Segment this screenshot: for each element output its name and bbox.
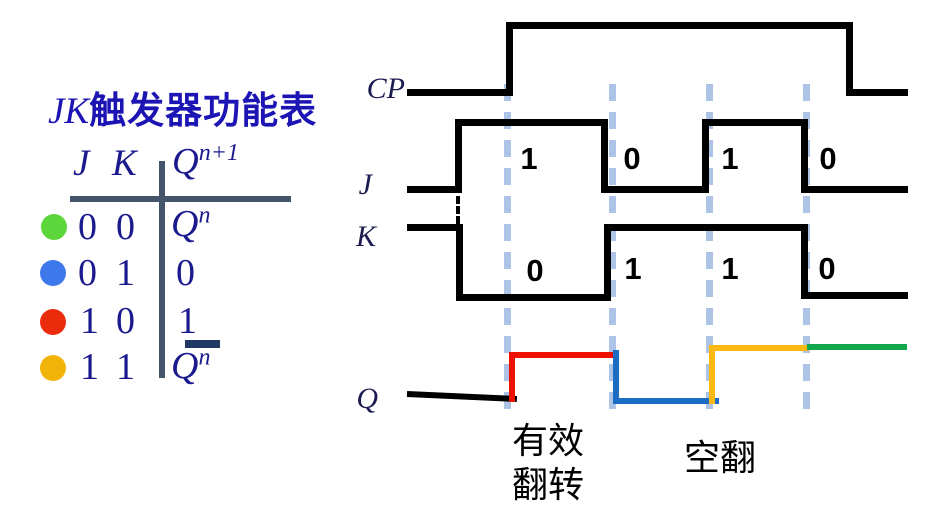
k-bit-3: 1 — [721, 251, 739, 286]
table-title: JK触发器功能表 — [48, 80, 317, 134]
edge-guide-1 — [504, 84, 511, 414]
q-set-rise — [509, 352, 515, 402]
k-bit-4: 0 — [818, 251, 836, 286]
row4-k: 1 — [116, 346, 135, 388]
k-fall2 — [801, 224, 808, 299]
j-bit-3: 1 — [721, 141, 739, 176]
edge-guide-3 — [706, 84, 713, 414]
k-low1 — [456, 294, 611, 301]
edge-guide-2 — [609, 84, 616, 414]
j-fall1 — [601, 119, 608, 193]
row4-toggle-dot — [40, 355, 66, 381]
j-high2 — [702, 119, 808, 126]
q-initial-black — [406, 391, 518, 402]
header-j: J — [73, 143, 90, 184]
table-title-cjk: 触发器功能表 — [89, 90, 318, 131]
header-k: K — [112, 143, 137, 184]
row3-result: 1 — [178, 300, 197, 342]
k-high2 — [604, 224, 808, 231]
row3-k: 0 — [116, 300, 135, 342]
j-high1 — [455, 119, 608, 126]
annotation-effective-line1: 有效 — [511, 421, 584, 461]
j-bit-2: 0 — [623, 141, 641, 176]
q-toggle-high — [709, 345, 809, 351]
k-fall1 — [456, 224, 463, 301]
row1-k: 0 — [116, 206, 135, 248]
cp-label: CP — [366, 72, 405, 105]
cp-low2 — [846, 89, 908, 96]
row1-hold-dot — [41, 214, 67, 240]
k-rise1 — [604, 224, 611, 301]
q-reset-fall — [613, 350, 619, 404]
q-reset-low — [613, 398, 719, 404]
k-high1 — [407, 224, 463, 231]
complement-overline — [185, 340, 220, 348]
k-low2 — [801, 292, 908, 299]
row3-set-dot — [40, 309, 66, 335]
j-bit-1: 1 — [520, 141, 538, 176]
row2-reset-dot — [40, 260, 66, 286]
table-vertical-rule — [159, 161, 165, 378]
row1-result: Qn — [171, 202, 211, 245]
j-low1 — [407, 186, 461, 193]
header-qnext: Qn+1 — [172, 140, 239, 183]
annotation-effective-line2: 翻转 — [511, 465, 584, 505]
k-bit-1: 0 — [526, 253, 544, 288]
row4-j: 1 — [80, 346, 99, 388]
table-title-latin: JK — [48, 91, 90, 132]
j-fall2 — [801, 119, 808, 193]
row2-k: 1 — [116, 252, 135, 294]
cp-fall — [846, 22, 853, 96]
annotation-race: 空翻 — [683, 438, 756, 478]
j-bit-4: 0 — [819, 141, 837, 176]
q-label: Q — [356, 382, 378, 415]
row2-result: 0 — [176, 252, 195, 294]
jk-edge-connector-dashed — [456, 196, 460, 234]
q-set-high — [509, 352, 616, 358]
j-rise1 — [455, 119, 462, 193]
k-label: K — [355, 220, 376, 253]
cp-rise — [506, 22, 513, 96]
j-label: J — [358, 168, 372, 201]
cp-low1 — [407, 89, 510, 96]
q-hold-high — [807, 344, 907, 350]
q-toggle-rise — [709, 345, 715, 404]
row3-j: 1 — [80, 300, 99, 342]
j-low3 — [801, 186, 908, 193]
k-bit-2: 1 — [624, 251, 642, 286]
row2-j: 0 — [78, 252, 97, 294]
j-low2 — [601, 186, 709, 193]
row1-j: 0 — [78, 206, 97, 248]
j-rise2 — [702, 119, 709, 193]
row4-result: Qn — [171, 344, 211, 387]
table-horizontal-rule — [70, 196, 291, 202]
cp-high — [506, 22, 853, 29]
annotation-effective-toggle: 有效 翻转 — [498, 419, 598, 507]
